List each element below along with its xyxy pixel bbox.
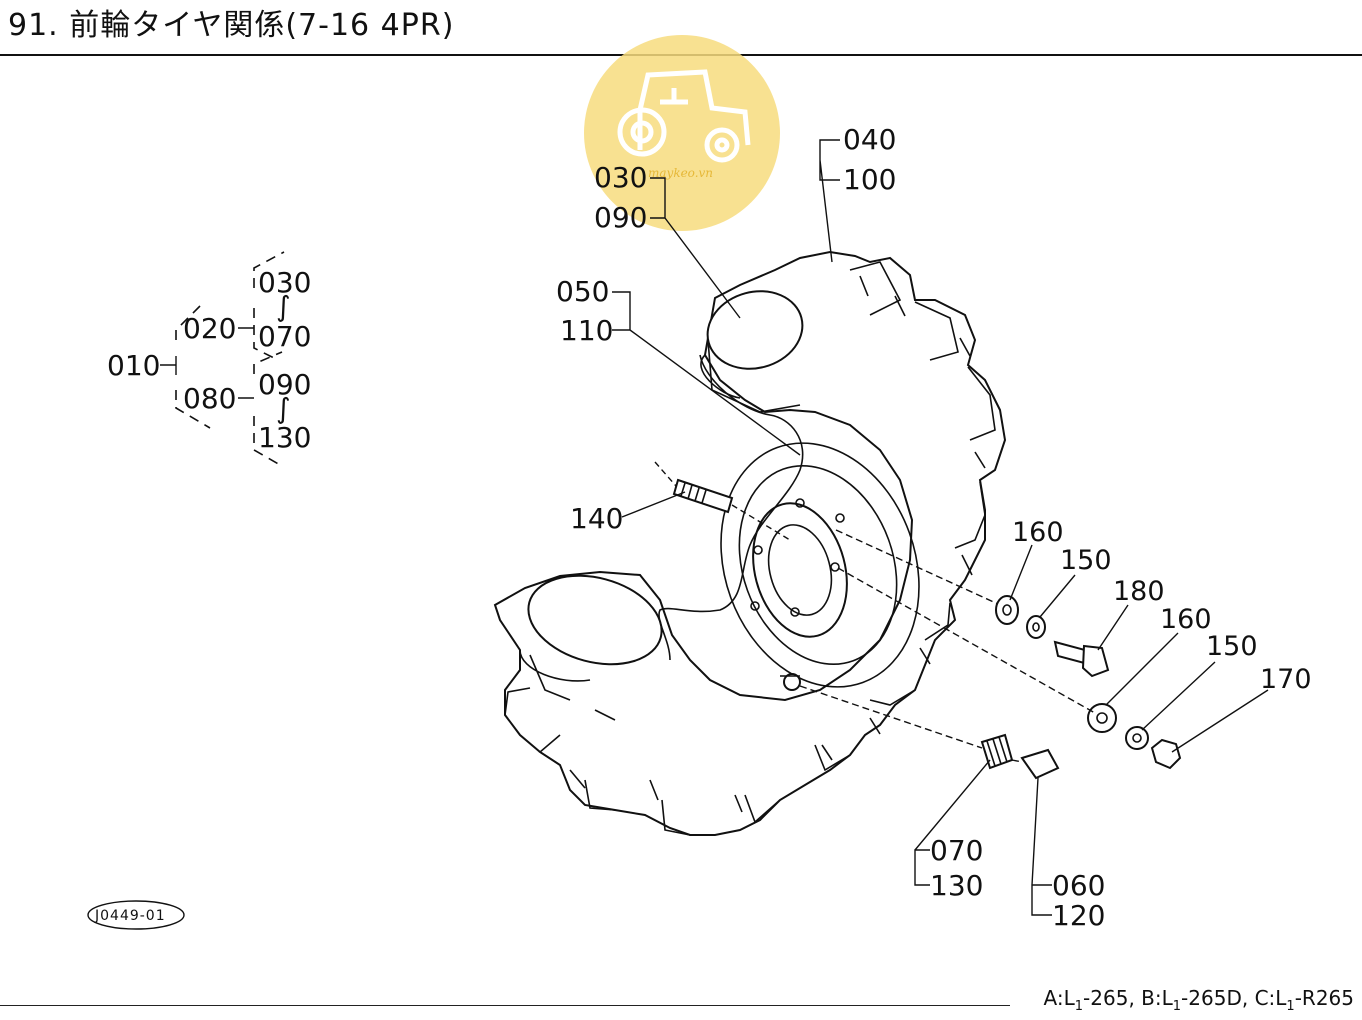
callout-030: 030: [594, 161, 647, 194]
callout-100: 100: [843, 163, 896, 196]
tree-branch-080: 080: [183, 382, 236, 415]
callout-140: 140: [570, 502, 623, 535]
callout-150-b: 150: [1206, 631, 1258, 662]
footer-rule: [0, 1005, 1010, 1006]
callout-050: 050: [556, 275, 609, 308]
valve-cap-060: [1020, 748, 1060, 780]
callout-090: 090: [594, 201, 647, 234]
tree-range-2-end: 130: [258, 421, 311, 454]
callout-leaders: [612, 139, 1269, 916]
assembly-tree: 010 020 080 030 ∫ 070 090 ∫ 130: [107, 251, 311, 467]
nut-170: [1150, 738, 1182, 770]
washer-160-b: [1087, 703, 1117, 733]
watermark-circle: [584, 35, 780, 231]
callout-110: 110: [560, 314, 613, 347]
callout-060: 060: [1052, 869, 1105, 902]
tree-range-1-end: 070: [258, 320, 311, 353]
stud-bolt-140: [654, 461, 791, 541]
tree-range-1-start: 030: [258, 266, 311, 299]
tree-branch-020: 020: [183, 312, 236, 345]
callout-180: 180: [1113, 576, 1165, 607]
callout-160-b: 160: [1160, 604, 1212, 635]
callout-070: 070: [930, 834, 983, 867]
watermark-text: maykeo.vn: [648, 166, 713, 180]
tractor-icon: [617, 69, 751, 163]
callout-040: 040: [843, 123, 896, 156]
model-a: A:L1-265,: [1043, 986, 1135, 1014]
hardware-parts: [799, 529, 1182, 780]
front-tire: [493, 250, 1007, 836]
spring-washer-150-a: [1026, 615, 1046, 639]
model-c: C:L1-R265: [1254, 986, 1354, 1014]
washer-160-a: [995, 595, 1019, 625]
spring-washer-150-b: [1125, 726, 1149, 750]
figure-id: J0449-01: [94, 908, 166, 924]
callout-150-a: 150: [1060, 545, 1112, 576]
watermark: maykeo.vn: [584, 35, 780, 231]
tree-root-code: 010: [107, 349, 160, 382]
tree-range-2-sep: ∫: [276, 392, 291, 425]
callout-120: 120: [1052, 899, 1105, 932]
tree-range-1-sep: ∫: [276, 290, 291, 323]
callout-labels: 040 100 030 090 050 110 140 160 150 180 …: [556, 123, 1312, 932]
callout-170: 170: [1260, 664, 1312, 695]
page-title: 91. 前輪タイヤ関係(7-16 4PR): [8, 8, 455, 43]
callout-160-a: 160: [1012, 517, 1064, 548]
figure-id-badge: J0449-01: [87, 900, 185, 930]
callout-130: 130: [930, 869, 983, 902]
model-applicability: A:L1-265, B:L1-265D, C:L1-R265: [1044, 986, 1354, 1014]
model-b: B:L1-265D,: [1141, 986, 1249, 1014]
tree-range-2-start: 090: [258, 368, 311, 401]
